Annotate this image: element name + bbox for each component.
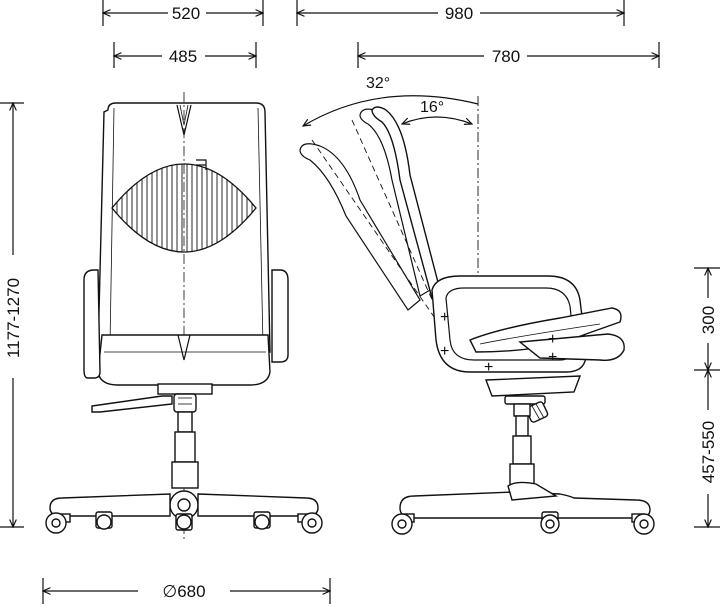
seat-height-label: 457-550 [699, 421, 718, 483]
armrest-left [83, 269, 101, 379]
recline-max-label: 32° [366, 75, 390, 92]
front-seat-width-label: 485 [169, 47, 197, 66]
caster-side-3 [631, 513, 655, 535]
dimension-front-overall-width: 520 [103, 0, 263, 26]
svg-text:+: + [548, 331, 557, 348]
recline-min-label: 16° [420, 99, 444, 116]
backrest-upright [371, 106, 441, 300]
caster-side-1 [391, 513, 415, 535]
dimension-seat-height: 457-550 [694, 370, 720, 527]
side-seat-depth-label: 780 [492, 47, 520, 66]
dimension-base-diameter: ∅680 [43, 578, 330, 604]
svg-text:+: + [440, 309, 449, 326]
dimension-armrest-height: 300 [694, 268, 720, 370]
backrest-mesh [111, 163, 257, 253]
seat-cushion-side [469, 307, 622, 353]
svg-text:+: + [548, 349, 557, 366]
caster-front-1 [45, 512, 71, 534]
tension-knob [525, 401, 549, 423]
overall-height-label: 1177-1270 [4, 278, 23, 358]
base-diameter-label: ∅680 [162, 582, 205, 601]
chair-front-view [45, 92, 323, 540]
side-depth-label: 980 [445, 4, 473, 23]
front-width-label: 520 [172, 4, 200, 23]
svg-text:+: + [484, 359, 493, 376]
dimension-front-seat-width: 485 [114, 42, 256, 68]
dimension-side-overall-depth: 980 [297, 0, 624, 26]
caster-front-4 [253, 511, 271, 530]
recline-arc-32 [303, 95, 479, 126]
backrest-reclined-max [299, 143, 421, 311]
tilt-lever [91, 395, 173, 413]
caster-front-5 [297, 512, 323, 534]
caster-front-3 [175, 513, 193, 531]
armrest-height-label: 300 [699, 306, 718, 334]
caster-side-2 [540, 511, 560, 534]
recline-arc-16 [402, 116, 472, 124]
caster-front-2 [95, 511, 113, 530]
chair-side-view: 32° 16° + + + + + [299, 75, 655, 535]
dimension-overall-height: 1177-1270 [0, 103, 24, 527]
armrest-right [271, 269, 289, 363]
svg-text:+: + [440, 343, 449, 360]
dimension-side-seat-depth: 780 [358, 42, 659, 68]
